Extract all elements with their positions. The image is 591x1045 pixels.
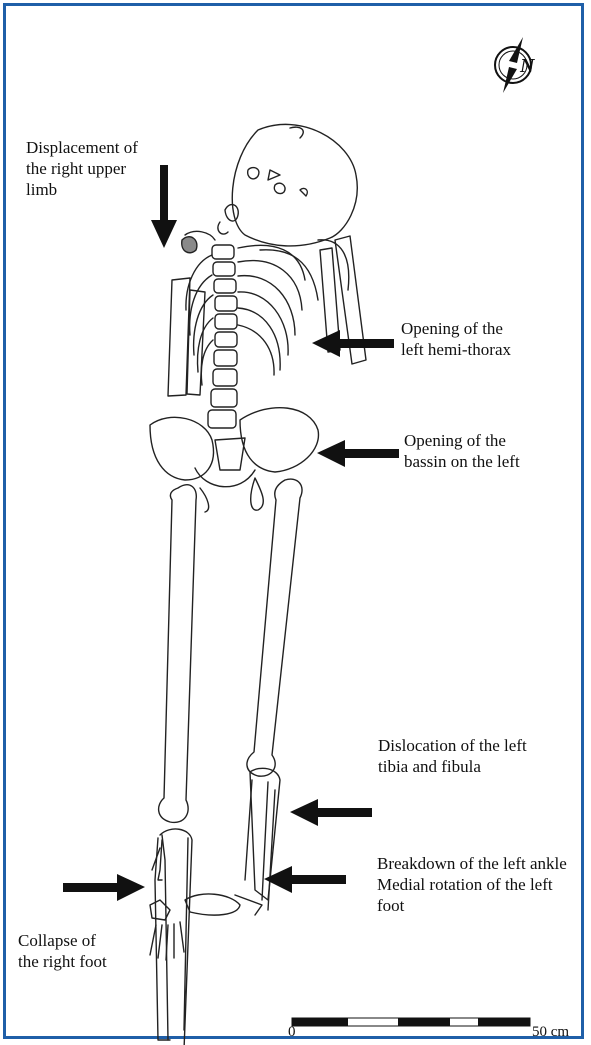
annotation-line: left hemi-thorax <box>401 339 511 360</box>
annotation-line: Displacement of <box>26 137 138 158</box>
scale-end-label: 50 cm <box>532 1024 569 1041</box>
annotation-bassin: Opening of the bassin on the left <box>404 430 520 472</box>
annotation-line: foot <box>377 895 567 916</box>
annotation-line: Dislocation of the left <box>378 735 527 756</box>
skull <box>232 124 357 246</box>
annotation-left-hemithorax: Opening of the left hemi-thorax <box>401 318 511 360</box>
annotation-line: Collapse of <box>18 930 107 951</box>
annotation-line: bassin on the left <box>404 451 520 472</box>
right-femur <box>159 485 197 823</box>
ribs-right <box>186 255 213 385</box>
left-femur <box>247 479 302 776</box>
annotation-line: the right foot <box>18 951 107 972</box>
left-foot <box>185 894 262 915</box>
annotation-line: Opening of the <box>404 430 520 451</box>
ribs-left <box>238 240 349 375</box>
scale-bar <box>292 1018 530 1026</box>
spine <box>208 245 237 428</box>
compass-letter: N <box>520 56 534 77</box>
annotation-line: Opening of the <box>401 318 511 339</box>
annotation-left-tibia: Dislocation of the left tibia and fibula <box>378 735 527 777</box>
annotation-right-foot: Collapse of the right foot <box>18 930 107 972</box>
annotation-left-ankle: Breakdown of the left ankle Medial rotat… <box>377 853 567 916</box>
annotation-line: the right upper <box>26 158 138 179</box>
annotation-line: limb <box>26 179 138 200</box>
annotation-line: Breakdown of the left ankle <box>377 853 567 874</box>
scale-start-label: 0 <box>288 1024 296 1041</box>
annotation-line: tibia and fibula <box>378 756 527 777</box>
pelvis <box>150 417 213 480</box>
annotation-right-upper-limb: Displacement of the right upper limb <box>26 137 138 200</box>
annotation-line: Medial rotation of the left <box>377 874 567 895</box>
